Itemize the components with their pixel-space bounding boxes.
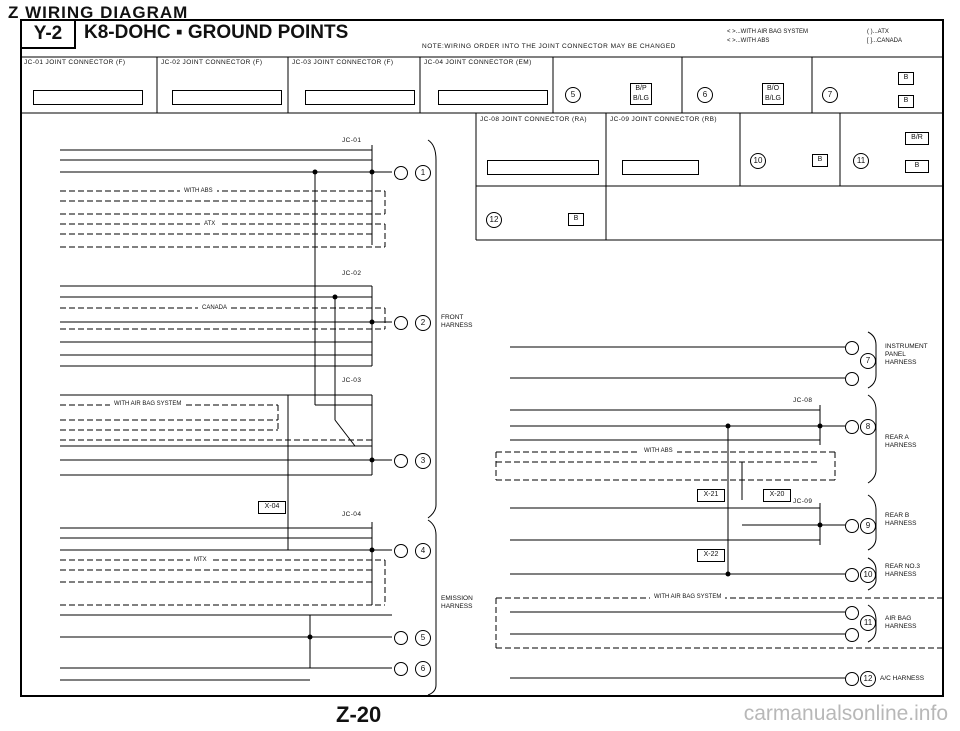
ground-12-label: 12: [860, 671, 876, 687]
ground-symbol-9: [845, 519, 859, 533]
with-abs-label-right: WITH ABS: [640, 448, 677, 454]
with-air-bag-label-right: WITH AIR BAG SYSTEM: [650, 594, 726, 600]
ground-3-label: 3: [415, 453, 431, 469]
ground-4-label: 4: [415, 543, 431, 559]
with-air-bag-label-left: WITH AIR BAG SYSTEM: [110, 401, 186, 407]
air-bag-harness-label: AIR BAG HARNESS: [885, 615, 917, 630]
jc09-header: JC-09 JOINT CONNECTOR (RB): [610, 116, 717, 123]
jc04-label: JC-04: [342, 511, 362, 518]
page-number: Z-20: [336, 702, 382, 727]
mtx-label: MTX: [190, 557, 211, 563]
wire-12-color: B: [568, 213, 584, 226]
jc03-header: JC-03 JOINT CONNECTOR (F): [292, 59, 394, 66]
legend-abs: < >...WITH ABS: [727, 38, 770, 44]
jc09-label: JC-09: [793, 498, 813, 505]
order-note: NOTE:WIRING ORDER INTO THE JOINT CONNECT…: [422, 43, 676, 50]
with-abs-label-left: WITH ABS: [180, 188, 217, 194]
jc08-label: JC-08: [793, 397, 813, 404]
emission-harness-label: EMISSION HARNESS: [441, 595, 473, 610]
jc01-connector: [33, 90, 143, 105]
ground-6-label: 6: [415, 661, 431, 677]
ground-symbol-7b: [845, 372, 859, 386]
jc03-connector: [305, 90, 415, 105]
ground-7-header: 7: [822, 87, 838, 103]
jc08-connector: [487, 160, 599, 175]
legend-canada: [ ]...CANADA: [867, 38, 903, 44]
jc01-label: JC-01: [342, 137, 362, 144]
rear-b-harness-label: REAR B HARNESS: [885, 512, 917, 527]
rear-a-harness-label: REAR A HARNESS: [885, 434, 917, 449]
x04-connector: X-04: [258, 501, 286, 514]
top-title: Z WIRING DIAGRAM: [8, 3, 189, 22]
ground-symbol-4: [394, 544, 408, 558]
ground-7-label: 7: [860, 353, 876, 369]
x22-connector: X-22: [697, 549, 725, 562]
ground-symbol-11b: [845, 628, 859, 642]
wire-11b-color: B: [905, 160, 929, 173]
x20-connector: X-20: [763, 489, 791, 502]
legend-atx: ( )...ATX: [867, 29, 889, 35]
wire-7b-color: B: [898, 95, 914, 108]
jc01-header: JC-01 JOINT CONNECTOR (F): [24, 59, 126, 66]
ground-symbol-12: [845, 672, 859, 686]
x21-connector: X-21: [697, 489, 725, 502]
canada-label: CANADA: [198, 305, 232, 311]
atx-label: ATX: [200, 221, 220, 227]
ground-5-label: 5: [415, 630, 431, 646]
instrument-harness-label: INSTRUMENT PANEL HARNESS: [885, 343, 928, 366]
ground-11-header: 11: [853, 153, 869, 169]
watermark: carmanualsonline.info: [743, 702, 948, 725]
ground-10-header: 10: [750, 153, 766, 169]
jc04-header: JC-04 JOINT CONNECTOR (EM): [424, 59, 532, 66]
ground-symbol-5: [394, 631, 408, 645]
ground-5-header: 5: [565, 87, 581, 103]
ground-2-label: 2: [415, 315, 431, 331]
diagram-title: K8-DOHC ▪ GROUND POINTS: [84, 22, 349, 43]
jc08-header: JC-08 JOINT CONNECTOR (RA): [480, 116, 587, 123]
legend-air-bag: < >...WITH AIR BAG SYSTEM: [727, 29, 809, 35]
wire-11a-color: B/R: [905, 132, 929, 145]
jc02-header: JC-02 JOINT CONNECTOR (F): [161, 59, 263, 66]
ground-11-label: 11: [860, 615, 876, 631]
ground-symbol-2: [394, 316, 408, 330]
ground-symbol-3: [394, 454, 408, 468]
wire-10-color: B: [812, 154, 828, 167]
ground-12-header: 12: [486, 212, 502, 228]
ground-1-label: 1: [415, 165, 431, 181]
ground-symbol-6: [394, 662, 408, 676]
rear-no3-harness-label: REAR NO.3 HARNESS: [885, 563, 921, 578]
jc04-connector: [438, 90, 548, 105]
ground-symbol-1: [394, 166, 408, 180]
jc02-connector: [172, 90, 282, 105]
ac-harness-label: A/C HARNESS: [880, 675, 925, 682]
section-code: Y-2: [22, 21, 76, 49]
ground-9-label: 9: [860, 518, 876, 534]
jc02-label: JC-02: [342, 270, 362, 277]
ground-symbol-10: [845, 568, 859, 582]
ground-symbol-8: [845, 420, 859, 434]
diagram-frame: Y-2 K8-DOHC ▪ GROUND POINTS NOTE:WIRING …: [20, 19, 944, 697]
jc03-label: JC-03: [342, 377, 362, 384]
jc09-connector: [622, 160, 699, 175]
wire-7a-color: B: [898, 72, 914, 85]
ground-8-label: 8: [860, 419, 876, 435]
ground-symbol-7a: [845, 341, 859, 355]
ground-6-header: 6: [697, 87, 713, 103]
front-harness-label: FRONT HARNESS: [441, 314, 473, 329]
ground-10-label: 10: [860, 567, 876, 583]
ground-symbol-11a: [845, 606, 859, 620]
